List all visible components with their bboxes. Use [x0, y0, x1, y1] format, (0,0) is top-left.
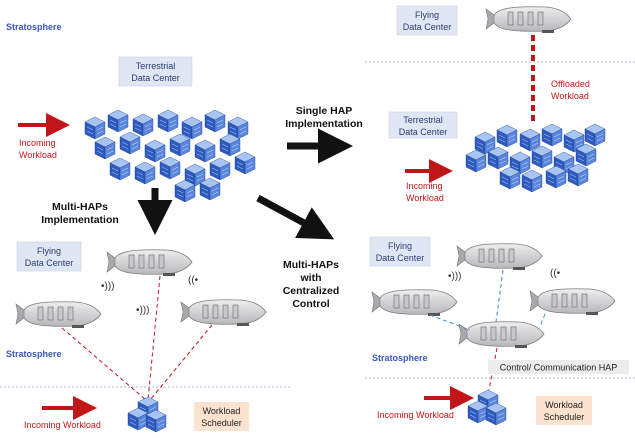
- link-top-control: [495, 269, 504, 323]
- terrestrial-dc-right-label-2: Data Center: [399, 127, 448, 137]
- flying-dc-multi-label-2: Data Center: [25, 258, 74, 268]
- incoming-workload-label-2: Workload: [19, 150, 57, 160]
- control-hap-box: [488, 360, 629, 374]
- terrestrial-dc-right-label-1: Terrestrial: [403, 115, 443, 125]
- offloaded-label-1: Offloaded: [551, 79, 590, 89]
- centralized-label-3: Centralized: [283, 285, 340, 297]
- signal-icon-4: •))): [448, 271, 462, 282]
- workload-scheduler-box-right: [536, 396, 592, 425]
- terrestrial-dc-box: [118, 56, 193, 87]
- offloaded-label-2: Workload: [551, 91, 589, 101]
- control-hap-label: Control/ Communication HAP: [500, 363, 618, 373]
- hap-control-communication: [458, 321, 545, 349]
- link-left-control: [429, 314, 471, 331]
- flying-dc-box-multi: [16, 241, 82, 272]
- hap-single: [485, 6, 572, 34]
- stratosphere-label-left: Stratosphere: [6, 349, 62, 359]
- terrestrial-dc-label-2: Data Center: [131, 73, 180, 83]
- scheduler-right-label-1: Workload: [545, 400, 583, 410]
- link-right-scheduler: [149, 324, 213, 401]
- flying-dc-box-single: [396, 5, 458, 36]
- centralized-label-2: with: [300, 272, 322, 284]
- scheduler-right-label-2: Scheduler: [544, 412, 585, 422]
- stratosphere-label-top: Stratosphere: [6, 22, 62, 32]
- signal-icon-3: •))): [136, 305, 150, 316]
- signal-icon-1: •))): [101, 281, 115, 292]
- hap-multi-top: [106, 249, 193, 277]
- scheduler-left-label-1: Workload: [203, 406, 241, 416]
- scheduler-server-cluster-right: [467, 389, 507, 426]
- incoming-workload-label-1: Incoming: [19, 138, 56, 148]
- link-top-scheduler: [147, 275, 161, 401]
- hap-multi-left: [15, 301, 102, 329]
- link-right-control: [539, 313, 546, 327]
- signal-icon-2: ((•: [188, 275, 199, 286]
- flying-dc-box-centralized: [369, 236, 431, 267]
- hap-central-top: [456, 243, 543, 271]
- terrestrial-server-cluster-right: [465, 123, 606, 193]
- incoming-bottom-left-label: Incoming Workload: [24, 420, 101, 430]
- workload-scheduler-box-left: [194, 402, 249, 431]
- hap-central-right: [529, 288, 616, 316]
- scheduler-server-cluster-left: [127, 396, 167, 433]
- scheduler-left-label-2: Scheduler: [201, 418, 242, 428]
- stratosphere-label-right: Stratosphere: [372, 353, 428, 363]
- terrestrial-server-cluster: [84, 109, 256, 203]
- incoming-right-label-1: Incoming: [406, 181, 443, 191]
- multi-haps-label-1: Multi-HAPs: [52, 201, 108, 213]
- centralized-label-1: Multi-HAPs: [283, 259, 339, 271]
- signal-icon-5: ((•: [550, 268, 561, 279]
- hap-multi-right: [180, 299, 267, 327]
- arrow-to-centralized: [256, 194, 335, 240]
- flying-dc-multi-label-1: Flying: [37, 246, 61, 256]
- terrestrial-dc-label-1: Terrestrial: [136, 61, 176, 71]
- flying-dc-centralized-label-1: Flying: [388, 241, 412, 251]
- single-hap-label-1: Single HAP: [296, 105, 353, 117]
- flying-dc-label-single-2: Data Center: [403, 22, 452, 32]
- incoming-bottom-right-label: Incoming Workload: [377, 410, 454, 420]
- flying-dc-label-single-1: Flying: [415, 10, 439, 20]
- link-left-scheduler: [61, 327, 147, 401]
- centralized-label-4: Control: [292, 298, 329, 310]
- hap-central-left: [371, 289, 458, 317]
- incoming-right-label-2: Workload: [406, 193, 444, 203]
- terrestrial-dc-box-right: [388, 111, 458, 139]
- single-hap-label-2: Implementation: [285, 118, 363, 130]
- multi-haps-label-2: Implementation: [41, 214, 119, 226]
- flying-dc-centralized-label-2: Data Center: [376, 253, 425, 263]
